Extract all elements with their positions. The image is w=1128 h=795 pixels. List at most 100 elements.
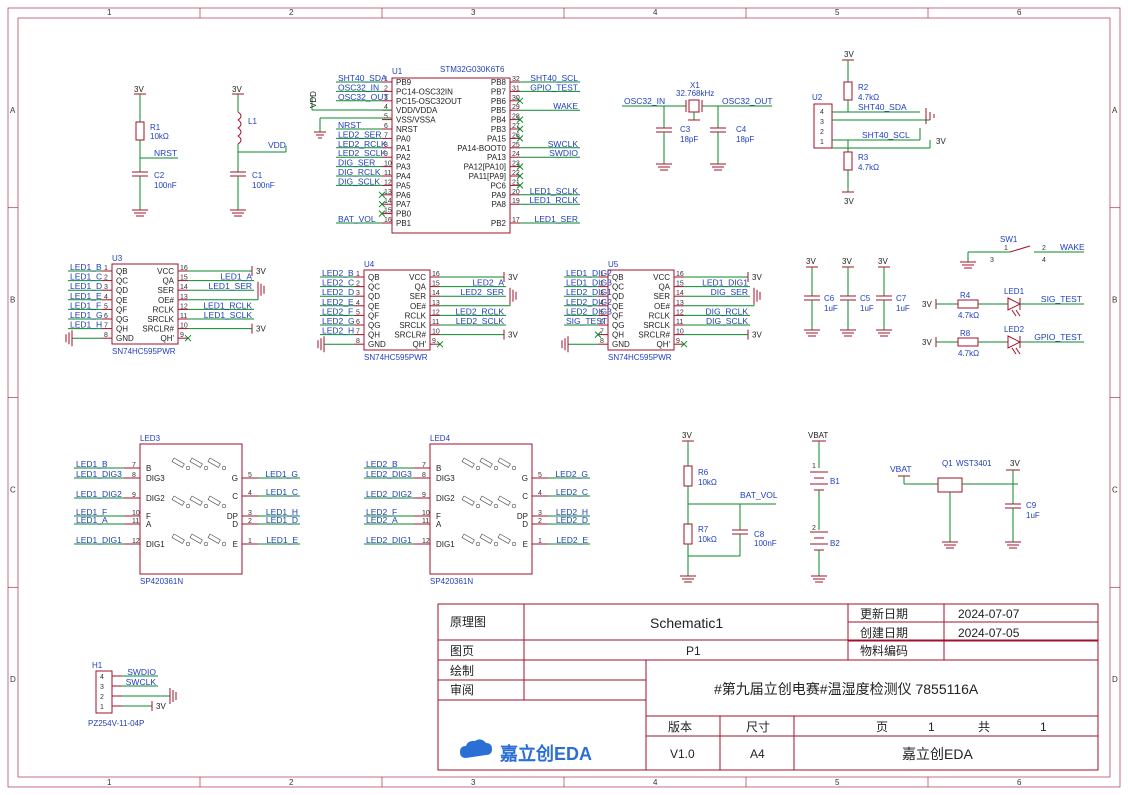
sr-net-label: LED1_E (70, 291, 102, 301)
shift-register-u3[interactable]: U3SN74HC595PWRQB1LED1_BQC2LED1_CQD3LED1_… (65, 254, 266, 356)
sr-net-label: LED2_D (322, 287, 354, 297)
mcu-net-label: LED1_SER (535, 214, 578, 224)
ind-net: SIG_TEST (1041, 294, 1082, 304)
svg-text:1: 1 (1004, 245, 1008, 252)
sr-supply-label: 3V (256, 325, 266, 334)
display-pin-name: C (522, 492, 528, 501)
sr-pin-name: QA (658, 283, 670, 292)
display-led3[interactable]: LED3SP420361NB7LED1_BDIG38LED1_DIG3DIG29… (74, 434, 300, 586)
r7-ref: R7 (698, 525, 709, 534)
osc-in-net: OSC32_IN (624, 96, 665, 106)
r6-body[interactable] (683, 465, 693, 487)
eda-logo: 嘉立创EDA (460, 739, 592, 764)
q1-part: WST3401 (956, 459, 992, 468)
header-pin-num: 2 (100, 694, 104, 701)
sr-net-label: LED2_DIG2 (566, 297, 612, 307)
sw1-lever[interactable] (1009, 245, 1031, 253)
mcu-net-label: BAT_VOL (338, 214, 376, 224)
sda-net: SHT40_SDA (858, 102, 907, 112)
sr-pin-num: 7 (356, 329, 360, 336)
r3-body[interactable] (843, 151, 853, 171)
mcu-pin-name: PB7 (491, 87, 507, 96)
tb-version-label: 版本 (668, 720, 692, 734)
sr-pin-num: 16 (432, 271, 440, 278)
h1-body[interactable] (95, 670, 113, 714)
shift-register-u5[interactable]: U5SN74HC595PWRQB1LED1_DIG2QC2LED1_DIG3QD… (561, 260, 762, 362)
sr-pin-num: 11 (180, 313, 187, 320)
cap-supply: 3V (806, 257, 816, 266)
display-net: LED2_DIG2 (366, 489, 412, 499)
u2-body[interactable] (813, 103, 833, 149)
display-net: LED1_DIG1 (76, 535, 122, 545)
sr-pin-num: 10 (432, 329, 440, 336)
display-pin-name: DP (517, 512, 528, 521)
sr-pin-num: 7 (600, 329, 604, 336)
display-led4[interactable]: LED4SP420361NB7LED2_BDIG38LED2_DIG3DIG29… (364, 434, 590, 586)
cloud-icon (460, 739, 492, 758)
ind-supply: 3V (922, 300, 932, 309)
sr-pin-num: 5 (356, 309, 360, 316)
sr-pin-name: VCC (157, 267, 174, 276)
r2-body[interactable] (843, 81, 853, 101)
display-net: LED1_D (266, 515, 298, 525)
cap-supply: 3V (878, 257, 888, 266)
mcu-u1[interactable]: U1 STM32G030K6T6 PB91SHT40_SDAPC14-OSC32… (336, 65, 580, 234)
mcu-pin-num: 10 (384, 161, 392, 168)
mcu-pin-name: PB3 (491, 125, 507, 134)
sr-pin-num: 6 (600, 319, 604, 326)
shift-register-u4[interactable]: U4SN74HC595PWRQB1LED2_BQC2LED2_CQD3LED2_… (317, 260, 518, 362)
sr-net-label: DIG_SER (711, 287, 748, 297)
zone-row-label: A (1112, 106, 1118, 115)
sr-pin-num: 14 (180, 284, 188, 291)
c4-val: 18pF (736, 135, 754, 144)
sr-net-label: LED2_C (322, 278, 354, 288)
display-pin-name: DIG2 (436, 494, 455, 503)
mcu-pin-num: 6 (384, 123, 388, 130)
mcu-pin-name: PB2 (491, 219, 507, 228)
display-net: LED1_C (266, 487, 298, 497)
r1-body[interactable] (135, 121, 145, 141)
mcu-pin-num: 7 (384, 132, 388, 139)
segment-glyph (189, 495, 203, 506)
sr-pin-num: 16 (676, 271, 684, 278)
r3-ref: R3 (858, 153, 869, 162)
seven-seg-displays: LED3SP420361NB7LED1_BDIG38LED1_DIG3DIG29… (74, 434, 590, 586)
sr-pin-name: SRCLR# (638, 331, 670, 340)
mcu-pin-num: 2 (384, 85, 388, 92)
sr-net-label: LED1_SCLK (204, 310, 253, 320)
sr-pin-name: OE# (410, 302, 427, 311)
zone-col-label: 4 (653, 778, 658, 787)
display-ref: LED4 (430, 434, 451, 443)
zone-col-label: 3 (471, 778, 476, 787)
mcu-pin-name: PA5 (396, 181, 411, 190)
mcu-pin-num: 22 (512, 170, 520, 177)
sr-pin-name: RCLK (649, 311, 671, 320)
mcu-pin-name: PA9 (491, 191, 506, 200)
display-net: LED1_G (265, 469, 298, 479)
display-pin-name: E (233, 540, 238, 549)
sr-pin-num: 15 (432, 281, 440, 288)
mcu-net-label: SWDIO (549, 148, 578, 158)
power-filter: 3V L1 VDD C1 100nF (230, 85, 287, 217)
mcu-net-label: LED2_RCLK (338, 139, 387, 149)
ind-resistor (957, 337, 979, 347)
inner-border (17, 17, 1111, 778)
sr-pin-num: 6 (356, 319, 360, 326)
mcu-pin-name: PA1 (396, 144, 411, 153)
b1-ref: B1 (830, 477, 840, 486)
q1-body[interactable] (937, 477, 963, 493)
l1-coil[interactable] (237, 111, 242, 145)
ls-supply: 3V (1010, 459, 1020, 468)
zone-row-label: B (10, 296, 15, 305)
zone-row-label: A (10, 106, 16, 115)
sr-net-label: DIG_RCLK (705, 306, 748, 316)
header-net: SWCLK (126, 677, 157, 687)
crystal-body[interactable] (688, 99, 700, 113)
mcu-pin-name: PB4 (491, 116, 507, 125)
r7-body[interactable] (683, 523, 693, 545)
